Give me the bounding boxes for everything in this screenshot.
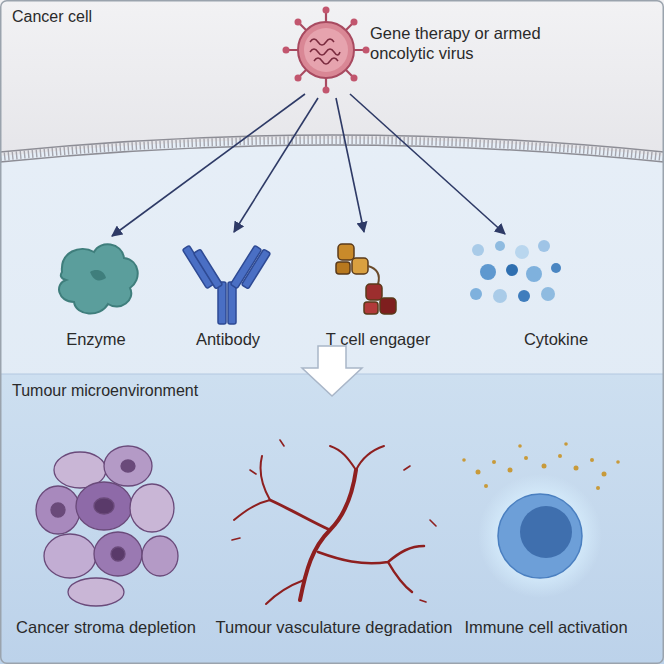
outcome-label: Cancer stroma depletion <box>16 618 196 638</box>
virus-label: Gene therapy or armed oncolytic virus <box>370 24 575 64</box>
product-label: Antibody <box>196 330 260 350</box>
enzyme-pocket <box>90 270 106 280</box>
virus-icon <box>283 7 370 94</box>
product-label: Cytokine <box>524 330 588 350</box>
cytokine-icon <box>470 240 561 303</box>
region-band: Cancer cell <box>0 0 664 140</box>
membrane-inner <box>0 145 664 162</box>
transition-arrow <box>302 346 362 396</box>
cell-interior <box>0 0 664 156</box>
expression-arrows <box>112 94 505 236</box>
vasculature-icon <box>232 440 436 604</box>
region-title: Tumour microenvironment <box>0 374 210 408</box>
immune-cell-icon <box>462 442 620 598</box>
tme-band <box>0 374 664 664</box>
product-label: Enzyme <box>66 330 126 350</box>
t-cell-engager-icon <box>336 244 396 314</box>
outcome-label: Tumour vasculature degradation <box>216 618 453 638</box>
stroma-icon <box>36 446 178 606</box>
product-label: T cell engager <box>326 330 430 350</box>
antibody-icon <box>182 245 270 324</box>
membrane-hatch <box>0 140 664 157</box>
region-title: Cancer cell <box>0 0 104 34</box>
outcome-label: Immune cell activation <box>464 618 627 638</box>
enzyme-icon <box>59 244 138 313</box>
